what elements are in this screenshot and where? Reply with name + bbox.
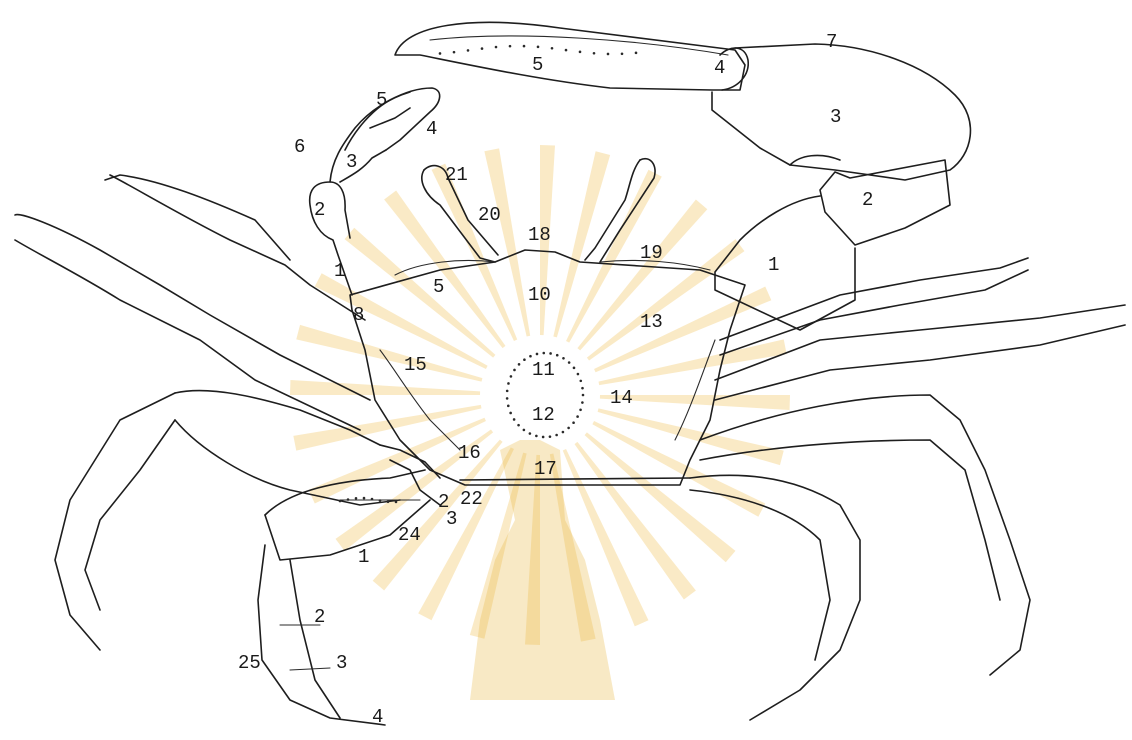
stipple-dot xyxy=(579,408,582,411)
label-eyestalk-21: 21 xyxy=(445,164,468,186)
label-eyestalk-20: 20 xyxy=(478,204,501,226)
stipple-dot xyxy=(509,45,512,48)
stipple-dot xyxy=(506,390,509,393)
stipple-dot xyxy=(621,53,624,56)
label-cheliped-5: 5 xyxy=(532,54,543,76)
stipple-dot xyxy=(495,46,498,49)
stipple-dot xyxy=(513,369,516,372)
label-cheliped-3: 3 xyxy=(830,106,841,128)
stipple-dot xyxy=(339,500,342,503)
watermark-ray xyxy=(290,380,480,395)
stipple-dot xyxy=(567,427,570,430)
label-carapace-8: 8 xyxy=(353,304,364,326)
label-carapace-15: 15 xyxy=(404,354,427,376)
label-cheliped-1: 1 xyxy=(768,254,779,276)
stipple-dot xyxy=(542,436,545,439)
stipple-dot xyxy=(562,431,565,434)
stipple-dot xyxy=(577,373,580,376)
label-leg-25: 25 xyxy=(238,652,261,674)
label-carapace-13: 13 xyxy=(640,311,663,333)
label-carapace-16: 16 xyxy=(458,442,481,464)
label-carapace-11: 11 xyxy=(532,359,555,381)
small-cheliped xyxy=(310,88,440,295)
label-carapace-5: 5 xyxy=(433,276,444,298)
stipple-dot xyxy=(529,355,532,358)
stipple-dot xyxy=(523,429,526,432)
label-cheliped-7: 7 xyxy=(826,31,837,53)
stipple-dot xyxy=(607,53,610,56)
carapace-labels: 5 8 10 11 12 13 14 15 16 17 18 19 xyxy=(353,224,663,480)
stipple-dot xyxy=(347,498,350,501)
label-carapace-12: 12 xyxy=(532,404,555,426)
stipple-dot xyxy=(635,52,638,55)
label-leg-3: 3 xyxy=(336,652,347,674)
stipple-dot xyxy=(518,363,521,366)
label-leg-1: 1 xyxy=(358,546,369,568)
stipple-dot xyxy=(562,357,565,360)
stipple-dot xyxy=(439,52,442,55)
stipple-dot xyxy=(510,375,513,378)
stipple-dot xyxy=(517,424,520,427)
stipple-dot xyxy=(549,435,552,438)
stipple-dot xyxy=(551,47,554,50)
label-leg-4: 4 xyxy=(372,706,383,728)
stipple-dot xyxy=(529,432,532,435)
stipple-dot xyxy=(565,49,568,52)
stipple-dot xyxy=(371,498,374,501)
stipple-dot xyxy=(509,412,512,415)
label-carapace-18: 18 xyxy=(528,224,551,246)
stipple-dot xyxy=(507,382,510,385)
label-carapace-10: 10 xyxy=(528,284,551,306)
stipple-dot xyxy=(535,435,538,438)
stipple-dot xyxy=(576,415,579,418)
stipple-dot xyxy=(537,46,540,49)
stipple-dot xyxy=(453,51,456,54)
stipple-dot xyxy=(523,358,526,361)
stipple-dot xyxy=(467,49,470,52)
stipple-dot xyxy=(581,401,584,404)
stipple-dot xyxy=(513,418,516,421)
stipple-dot xyxy=(481,47,484,50)
stipple-dot xyxy=(581,387,584,390)
label-cheliped-2: 2 xyxy=(862,189,873,211)
stipple-dot xyxy=(556,354,559,357)
label-mouth-22: 22 xyxy=(460,488,483,510)
stipple-dot xyxy=(542,352,545,355)
label-carapace-19: 19 xyxy=(640,242,663,264)
label-carapace-14: 14 xyxy=(610,387,633,409)
label-small-6: 6 xyxy=(294,136,305,158)
stipple-dot xyxy=(523,45,526,48)
watermark-ray xyxy=(484,148,530,336)
stipple-dot xyxy=(379,499,382,502)
label-mouth-3: 3 xyxy=(446,508,457,530)
stipple-dot xyxy=(506,397,509,400)
stipple-dot xyxy=(579,51,582,54)
label-small-3: 3 xyxy=(346,151,357,173)
label-small-4: 4 xyxy=(426,118,437,140)
label-cheliped-4: 4 xyxy=(714,57,725,79)
stipple-dot xyxy=(572,421,575,424)
label-small-5: 5 xyxy=(376,89,387,111)
stipple-dot xyxy=(593,52,596,55)
label-mouth-24: 24 xyxy=(398,524,421,546)
stipple-dot xyxy=(579,380,582,383)
stipple-dot xyxy=(363,497,366,500)
stipple-dot xyxy=(387,500,390,503)
stipple-dot xyxy=(555,434,558,437)
stipple-dot xyxy=(395,501,398,504)
stipple-dot xyxy=(507,405,510,408)
watermark-ray xyxy=(598,339,786,385)
stipple-dot xyxy=(549,352,552,355)
label-small-2: 2 xyxy=(314,199,325,221)
stipple-dot xyxy=(568,361,571,364)
stipple-dot xyxy=(355,497,358,500)
stipple-dot xyxy=(536,353,539,356)
stipple-dot xyxy=(582,394,585,397)
right-walking-legs xyxy=(690,258,1125,720)
label-leg-2: 2 xyxy=(314,606,325,628)
label-carapace-17: 17 xyxy=(534,458,557,480)
label-small-1: 1 xyxy=(334,260,345,282)
stipple-dot xyxy=(573,367,576,370)
